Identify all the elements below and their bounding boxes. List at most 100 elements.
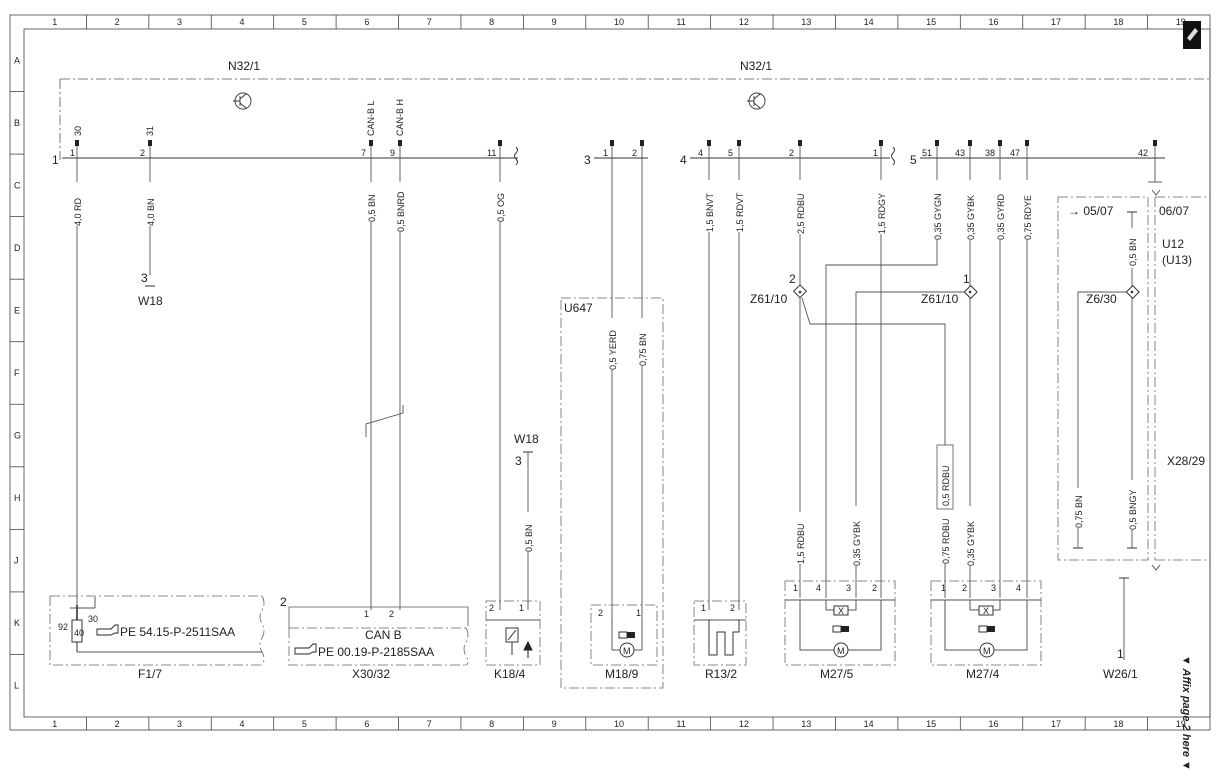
- splice-label: Z61/10: [750, 292, 788, 306]
- component-label: M27/4: [966, 667, 1000, 681]
- w26-pin: 1: [1117, 647, 1124, 661]
- x28-label: X28/29: [1167, 454, 1205, 468]
- svg-text:2: 2: [872, 583, 877, 593]
- svg-text:42: 42: [1138, 148, 1148, 158]
- wire-label-box: [936, 444, 954, 510]
- grid-column-label: 17: [1051, 17, 1061, 27]
- grid-column-label: 9: [552, 719, 557, 729]
- component-label: M27/5: [820, 667, 854, 681]
- grid-column-label: 10: [614, 17, 624, 27]
- splice-icon: [963, 284, 978, 300]
- u647-label: U647: [564, 301, 593, 315]
- connector-number: 1: [52, 153, 59, 167]
- svg-text:43: 43: [955, 148, 965, 158]
- svg-text:1: 1: [519, 603, 524, 613]
- pin-terminal: [640, 140, 644, 146]
- u12-label: U12: [1162, 237, 1184, 251]
- ref-box-0607: [1154, 196, 1210, 561]
- splice-number: 2: [789, 272, 796, 286]
- drawing-frame: [9, 14, 1211, 731]
- page-ref: 06/07: [1159, 204, 1189, 218]
- component-label: X30/32: [352, 667, 390, 681]
- svg-text:1: 1: [941, 583, 946, 593]
- grid-row-label: H: [14, 493, 21, 503]
- component-r13-2: 1 2: [693, 600, 747, 666]
- svg-text:2: 2: [730, 603, 735, 613]
- svg-text:4,0 BN: 4,0 BN: [146, 198, 156, 226]
- pin-terminal: [498, 140, 502, 146]
- svg-text:0,5 BNRD: 0,5 BNRD: [396, 191, 406, 232]
- continuation-mark: [1151, 189, 1161, 571]
- svg-text:0,5 BN: 0,5 BN: [524, 524, 534, 552]
- grid-column-label: 4: [239, 17, 244, 27]
- grid-column-label: 10: [614, 719, 624, 729]
- svg-text:2: 2: [389, 609, 394, 619]
- svg-text:1: 1: [603, 148, 608, 158]
- svg-text:1,5 RDBU: 1,5 RDBU: [796, 523, 806, 564]
- svg-text:3: 3: [991, 583, 996, 593]
- svg-text:2: 2: [962, 583, 967, 593]
- grid-column-label: 18: [1113, 719, 1123, 729]
- grid-column-label: 8: [489, 17, 494, 27]
- svg-text:X: X: [983, 606, 989, 616]
- motor-letter: M: [983, 646, 991, 656]
- grid-column-label: 2: [115, 17, 120, 27]
- component-label: F1/7: [138, 667, 162, 681]
- page-ref: → 05/07: [1068, 204, 1114, 218]
- component-m27-5: 1 4 3 2 X: [784, 580, 896, 666]
- svg-text:2: 2: [489, 603, 494, 613]
- grid-column-label: 19: [1176, 17, 1186, 27]
- connector-number: 3: [584, 153, 591, 167]
- grid-row-label: E: [14, 305, 20, 315]
- splice-number: 1: [963, 272, 970, 286]
- svg-text:0,5 BN: 0,5 BN: [1128, 238, 1138, 266]
- splice-icon: [792, 284, 808, 299]
- svg-text:3: 3: [846, 583, 851, 593]
- w18-label: W18: [138, 294, 163, 308]
- pin-terminal: [1153, 140, 1157, 146]
- svg-text:1: 1: [636, 608, 641, 618]
- svg-text:0,35 GYBK: 0,35 GYBK: [966, 521, 976, 566]
- grid-column-label: 13: [801, 719, 811, 729]
- grid-row-label: L: [14, 681, 19, 691]
- svg-text:0,35 GYGN: 0,35 GYGN: [933, 193, 943, 240]
- pin-terminal: [737, 140, 741, 146]
- grid-row-label: A: [14, 55, 20, 65]
- grid-row-label: G: [14, 431, 21, 441]
- motor-icon: [833, 642, 849, 658]
- pin-label: 30: [73, 126, 83, 136]
- component-label: R13/2: [705, 667, 737, 681]
- hand-pointer-icon: [294, 643, 317, 655]
- reference-link[interactable]: PE 54.15-P-2511SAA: [120, 625, 235, 639]
- component-x30-32: 2 1 2 CAN B: [280, 595, 469, 666]
- svg-text:9: 9: [390, 148, 395, 158]
- splice-label: Z61/10: [921, 292, 959, 306]
- grid-column-label: 14: [864, 719, 874, 729]
- grid-column-label: 4: [239, 719, 244, 729]
- reference-link[interactable]: PE 00.19-P-2185SAA: [318, 645, 434, 659]
- splice-label: Z6/30: [1086, 292, 1117, 306]
- svg-text:38: 38: [985, 148, 995, 158]
- component-m18-9: 2 1: [590, 604, 658, 666]
- svg-text:0,75 RDBU: 0,75 RDBU: [941, 518, 951, 564]
- grid-column-label: 12: [739, 719, 749, 729]
- svg-text:2: 2: [280, 595, 287, 609]
- svg-text:51: 51: [922, 148, 932, 158]
- pin-terminal: [610, 140, 614, 146]
- svg-text:1,5 BNVT: 1,5 BNVT: [705, 192, 715, 232]
- pin-numbers: 1 2 7 9 11 1 2 4 5 2 1 51 43 38 47 42: [70, 148, 1148, 158]
- pin-terminal: [707, 140, 711, 146]
- pin-terminal: [398, 140, 402, 146]
- ref-box-0507: [1057, 196, 1149, 561]
- w18-pin: 3: [141, 271, 148, 285]
- wire-labels: 4,0 RD 4,0 BN 0,5 BN 0,5 BNRD 0,5 OG 0,5…: [71, 180, 1138, 566]
- svg-text:4: 4: [698, 148, 703, 158]
- pin-terminal: [798, 140, 802, 146]
- u647-boundary: [560, 297, 664, 689]
- component-m27-4: 1 2 3 4 X: [930, 580, 1042, 666]
- module-label-right: N32/1: [740, 59, 772, 73]
- svg-text:7: 7: [361, 148, 366, 158]
- svg-text:4: 4: [816, 583, 821, 593]
